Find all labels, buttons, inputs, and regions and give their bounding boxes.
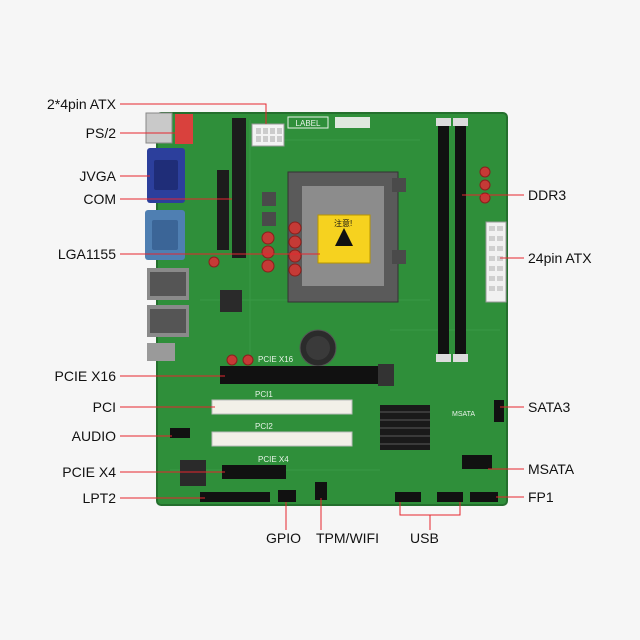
tpm-header <box>315 482 327 500</box>
sata3-connector <box>494 400 504 422</box>
leader-lines <box>120 103 524 530</box>
pci-slot-2 <box>211 431 353 447</box>
label-lga1155: LGA1155 <box>57 246 116 262</box>
pcie-x16-slot <box>220 366 392 384</box>
label-pcie-x16: PCIE X16 <box>54 368 116 384</box>
gpio-header <box>278 490 296 502</box>
silk-pcie-x16: PCIE X16 <box>258 355 294 364</box>
msata-slot <box>462 455 492 469</box>
label-ddr3: DDR3 <box>528 187 567 203</box>
label-tpm-wifi: TPM/WIFI <box>316 530 379 546</box>
atx-8pin-connector <box>251 123 285 147</box>
label-pci: PCI <box>92 399 116 415</box>
label-ps2: PS/2 <box>85 125 116 141</box>
fp1-header <box>470 492 498 502</box>
silk-msata: MSATA <box>452 411 475 418</box>
usb-header-1 <box>395 492 421 502</box>
label-pcie-x4: PCIE X4 <box>62 464 116 480</box>
label-fp1: FP1 <box>528 489 554 505</box>
silk-pci1: PCI1 <box>255 390 273 399</box>
label-com: COM <box>83 191 116 207</box>
label-gpio: GPIO <box>266 530 302 546</box>
atx-24pin-connector <box>485 221 507 303</box>
silk-label: LABEL <box>296 119 321 128</box>
ddr3-slot-2 <box>455 120 466 360</box>
label-audio: AUDIO <box>71 428 116 444</box>
label-usb: USB <box>410 530 439 546</box>
label-atx-24pin: 24pin ATX <box>528 250 592 266</box>
label-msata: MSATA <box>528 461 575 477</box>
lpt2-header <box>200 492 270 502</box>
silk-pcie-x4: PCIE X4 <box>258 455 289 464</box>
label-sata3: SATA3 <box>528 399 571 415</box>
label-jvga: JVGA <box>79 168 116 184</box>
ddr3-slot-1 <box>438 120 449 360</box>
ps2-port <box>145 112 173 144</box>
silk-cpu-warning: 注意! <box>334 218 352 228</box>
pci-slot-1 <box>211 399 353 415</box>
pcie-x4-slot <box>222 465 286 479</box>
label-lpt2: LPT2 <box>82 490 116 506</box>
silk-pci2: PCI2 <box>255 422 273 431</box>
audio-header <box>170 428 190 438</box>
label-atx-8pin: 2*4pin ATX <box>46 96 116 112</box>
usb-header-2 <box>437 492 463 502</box>
